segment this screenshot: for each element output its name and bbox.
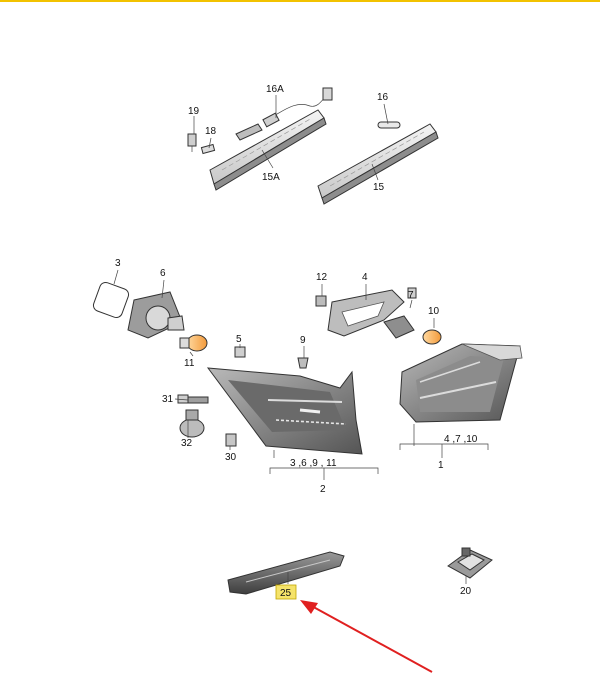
highlight-box-25	[275, 584, 297, 600]
label-3: 3	[115, 258, 121, 269]
bulb-holder-7	[383, 287, 417, 339]
label-10: 10	[428, 306, 440, 317]
label-20: 20	[460, 586, 472, 597]
bulb-10	[422, 329, 442, 345]
label-6: 6	[160, 268, 166, 279]
label-25: 25	[280, 588, 292, 599]
label-30: 30	[225, 452, 237, 463]
gasket-3	[92, 281, 130, 319]
label-2: 2	[320, 484, 326, 495]
bracket-4	[327, 289, 405, 337]
clip-12	[315, 295, 327, 307]
license-plate-lamp-20	[447, 547, 493, 579]
label-group-right: 4 ,7 ,10	[444, 434, 478, 445]
light-strip-15	[317, 123, 439, 205]
screw-31	[174, 394, 209, 404]
label-18: 18	[205, 126, 217, 137]
label-1: 1	[438, 460, 444, 471]
cap-5	[234, 346, 246, 358]
label-32: 32	[181, 438, 193, 449]
bulb-16	[377, 121, 401, 129]
nut-9	[297, 357, 309, 369]
light-strip-15a	[209, 109, 327, 191]
label-group-left: 3 ,6 ,9 , 11	[290, 458, 337, 469]
group-bracket-1	[399, 443, 489, 450]
label-4: 4	[362, 272, 368, 283]
label-16a: 16A	[266, 84, 284, 95]
wire-harness-16a	[235, 87, 333, 141]
adjuster-32	[179, 409, 205, 438]
label-7: 7	[408, 290, 414, 301]
tail-light-inner-1	[399, 343, 523, 423]
tail-light-outer-2	[206, 367, 363, 455]
label-9: 9	[300, 335, 306, 346]
bulb-carrier-6	[127, 291, 185, 339]
label-11: 11	[184, 358, 195, 369]
label-5: 5	[236, 334, 242, 345]
red-arrow-pointer	[300, 600, 433, 673]
label-15: 15	[373, 182, 385, 193]
reflector-25	[227, 551, 345, 595]
label-12: 12	[316, 272, 328, 283]
label-19: 19	[188, 106, 200, 117]
top-accent-bar	[0, 0, 600, 2]
label-31: 31	[162, 394, 174, 405]
seal-18	[200, 143, 216, 155]
bulb-socket-19	[187, 133, 197, 152]
label-16: 16	[377, 92, 389, 103]
bulb-11	[179, 334, 208, 352]
label-15a: 15A	[262, 172, 280, 183]
nut-30	[225, 433, 237, 447]
